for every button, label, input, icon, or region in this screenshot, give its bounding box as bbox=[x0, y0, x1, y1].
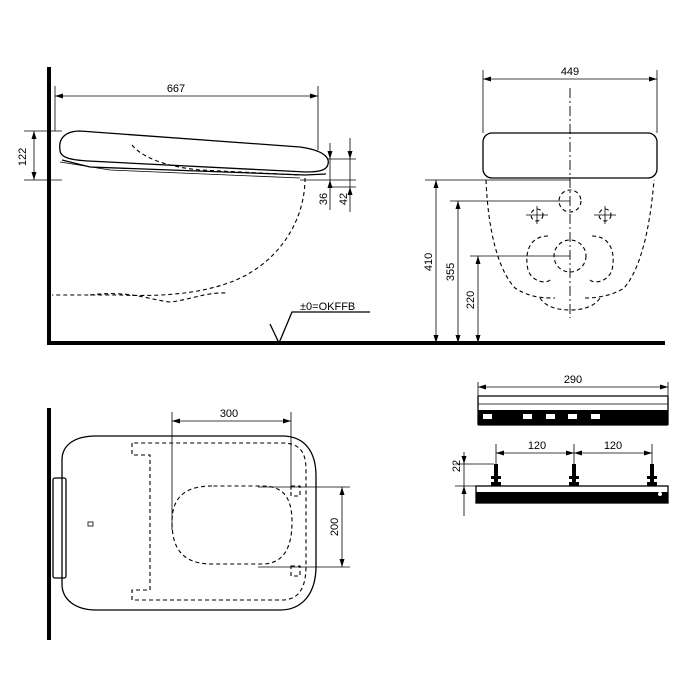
bowl-hidden-outline bbox=[52, 177, 306, 297]
dim-120-left-label: 120 bbox=[528, 440, 546, 452]
arrow-icon bbox=[475, 256, 481, 264]
bracket-plan-slot bbox=[591, 414, 600, 419]
side-view: 667 122 36 42 ±0=OKFFB bbox=[17, 67, 665, 345]
bracket-plan-slot bbox=[483, 414, 492, 419]
bracket-stud-right bbox=[647, 464, 657, 486]
arrow-icon bbox=[475, 335, 481, 343]
top-view: 300 200 bbox=[47, 408, 350, 640]
top-bowl-opening bbox=[171, 485, 293, 565]
seat-underside bbox=[59, 161, 301, 179]
top-fixing-hole-lower bbox=[290, 565, 301, 577]
arrow-icon bbox=[283, 418, 291, 424]
arrow-icon bbox=[433, 180, 439, 188]
arrow-icon bbox=[347, 151, 353, 159]
dim-300-label: 300 bbox=[220, 408, 238, 420]
arrow-icon bbox=[478, 384, 486, 390]
top-inner-hidden bbox=[131, 442, 307, 601]
seat-base-line bbox=[61, 159, 327, 176]
arrow-icon bbox=[172, 418, 180, 424]
bracket-plan-slot bbox=[546, 414, 555, 419]
top-seat-hinge bbox=[52, 477, 67, 579]
dim-355-label: 355 bbox=[445, 263, 457, 281]
bracket-elevation-body bbox=[476, 492, 668, 503]
arrow-icon bbox=[310, 93, 318, 99]
arrow-icon bbox=[327, 180, 333, 188]
arrow-icon bbox=[496, 450, 504, 456]
bracket-view: 290 120 120 bbox=[451, 374, 669, 516]
dim-120-right-label: 120 bbox=[604, 440, 622, 452]
dim-220-label: 220 bbox=[465, 291, 477, 309]
arrow-icon bbox=[644, 450, 652, 456]
arrow-icon bbox=[347, 187, 353, 195]
arrow-icon bbox=[483, 76, 491, 82]
arrow-icon bbox=[660, 384, 668, 390]
arrow-icon bbox=[339, 559, 345, 567]
arrow-icon bbox=[461, 486, 467, 494]
arrow-icon bbox=[31, 131, 37, 139]
dim-200-label: 200 bbox=[329, 518, 341, 536]
front-outlet-hidden bbox=[539, 297, 601, 311]
dim-22-label: 22 bbox=[451, 460, 463, 472]
arrow-icon bbox=[55, 93, 63, 99]
bowl-inner-hidden bbox=[131, 144, 301, 176]
arrow-icon bbox=[339, 487, 345, 495]
dim-449-label: 449 bbox=[561, 66, 579, 78]
bracket-plan-slot bbox=[568, 414, 577, 419]
floor-reference-marker bbox=[269, 311, 370, 345]
bracket-stud-center bbox=[569, 464, 579, 486]
bracket-plan-slot bbox=[523, 414, 532, 419]
arrow-icon bbox=[566, 450, 574, 456]
front-inner-left bbox=[526, 235, 551, 283]
dim-122-label: 122 bbox=[17, 148, 29, 166]
dim-290-label: 290 bbox=[564, 374, 582, 386]
dim-410-label: 410 bbox=[423, 253, 435, 271]
arrow-icon bbox=[649, 76, 657, 82]
floor-reference-label: ±0=OKFFB bbox=[300, 301, 355, 313]
top-fixing-hole-upper bbox=[290, 485, 301, 497]
front-inner-right bbox=[589, 235, 614, 283]
dim-36-label: 36 bbox=[318, 193, 330, 205]
arrow-icon bbox=[455, 201, 461, 209]
bracket-end-dot bbox=[658, 492, 662, 496]
top-outline bbox=[61, 435, 317, 611]
arrow-icon bbox=[574, 450, 582, 456]
arrow-icon bbox=[455, 335, 461, 343]
bowl-outlet-hidden bbox=[89, 292, 229, 303]
arrow-icon bbox=[433, 335, 439, 343]
bracket-stud-left bbox=[491, 464, 501, 486]
arrow-icon bbox=[327, 151, 333, 159]
front-view: 449 410 355 220 bbox=[423, 66, 658, 343]
front-lid bbox=[482, 132, 658, 179]
dim-42-label: 42 bbox=[338, 193, 350, 205]
front-inlet-circle bbox=[558, 189, 582, 213]
top-sensor-icon bbox=[87, 521, 94, 527]
dim-667-label: 667 bbox=[167, 83, 185, 95]
seat-profile bbox=[59, 130, 329, 173]
front-bowl-hidden bbox=[485, 179, 655, 299]
arrow-icon bbox=[461, 456, 467, 464]
arrow-icon bbox=[31, 172, 37, 180]
